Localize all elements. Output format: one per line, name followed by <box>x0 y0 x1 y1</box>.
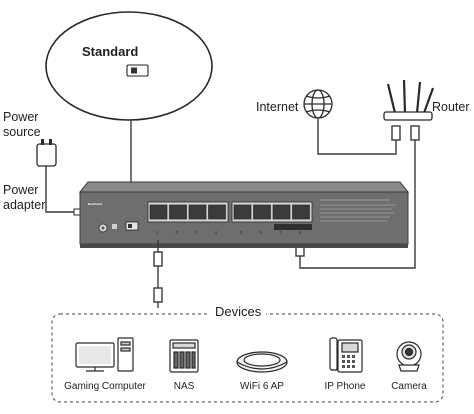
port-number-label: 6 <box>260 230 263 235</box>
internet-globe-icon <box>303 89 333 119</box>
port-number-label: 3 <box>195 230 198 235</box>
internet-label: Internet <box>256 100 299 114</box>
device-label-camera: Camera <box>391 381 427 392</box>
switch-brand-label: BnuTrend <box>88 202 102 206</box>
standard-label: Standard <box>82 44 139 59</box>
nas-icon <box>169 339 199 373</box>
wifi-ap-icon <box>236 351 288 373</box>
power-source-label: Power source <box>3 110 41 139</box>
device-label-nas: NAS <box>173 381 195 392</box>
network-switch: BnuTrend 1 2 3 4 5 6 7 8 <box>78 181 410 248</box>
port-5 <box>233 204 252 220</box>
power-adapter-icon <box>36 139 90 216</box>
port-number-label: 8 <box>299 230 302 235</box>
devices-label: Devices <box>210 304 267 319</box>
device-label-ip-phone: IP Phone <box>324 381 366 392</box>
port-4 <box>208 204 226 220</box>
port-8 <box>292 204 310 220</box>
port-6 <box>253 204 271 220</box>
device-label-wifi-ap: WiFi 6 AP <box>240 381 284 392</box>
port-number-label: 2 <box>176 230 179 235</box>
camera-icon <box>396 341 422 372</box>
ip-phone-icon <box>329 337 363 373</box>
port-3 <box>188 204 207 220</box>
switch-ports <box>149 204 310 220</box>
gaming-computer-icon <box>75 337 134 372</box>
standard-callout <box>45 11 213 206</box>
port-1 <box>149 204 168 220</box>
wan-cable <box>317 118 401 155</box>
router-label: Router <box>432 100 470 114</box>
router-icon <box>383 79 435 121</box>
power-adapter-label: Power adapter <box>3 183 46 212</box>
mode-switch-zoomed <box>126 64 149 77</box>
port-number-label: 5 <box>240 230 243 235</box>
port-number-label: 1 <box>156 230 159 235</box>
device-label-gaming-computer: Gaming Computer <box>64 381 146 392</box>
port-7 <box>272 204 291 220</box>
port-number-label: 4 <box>215 230 218 235</box>
port-number-label: 7 <box>279 230 282 235</box>
port-2 <box>169 204 187 220</box>
device-cable <box>153 240 163 308</box>
